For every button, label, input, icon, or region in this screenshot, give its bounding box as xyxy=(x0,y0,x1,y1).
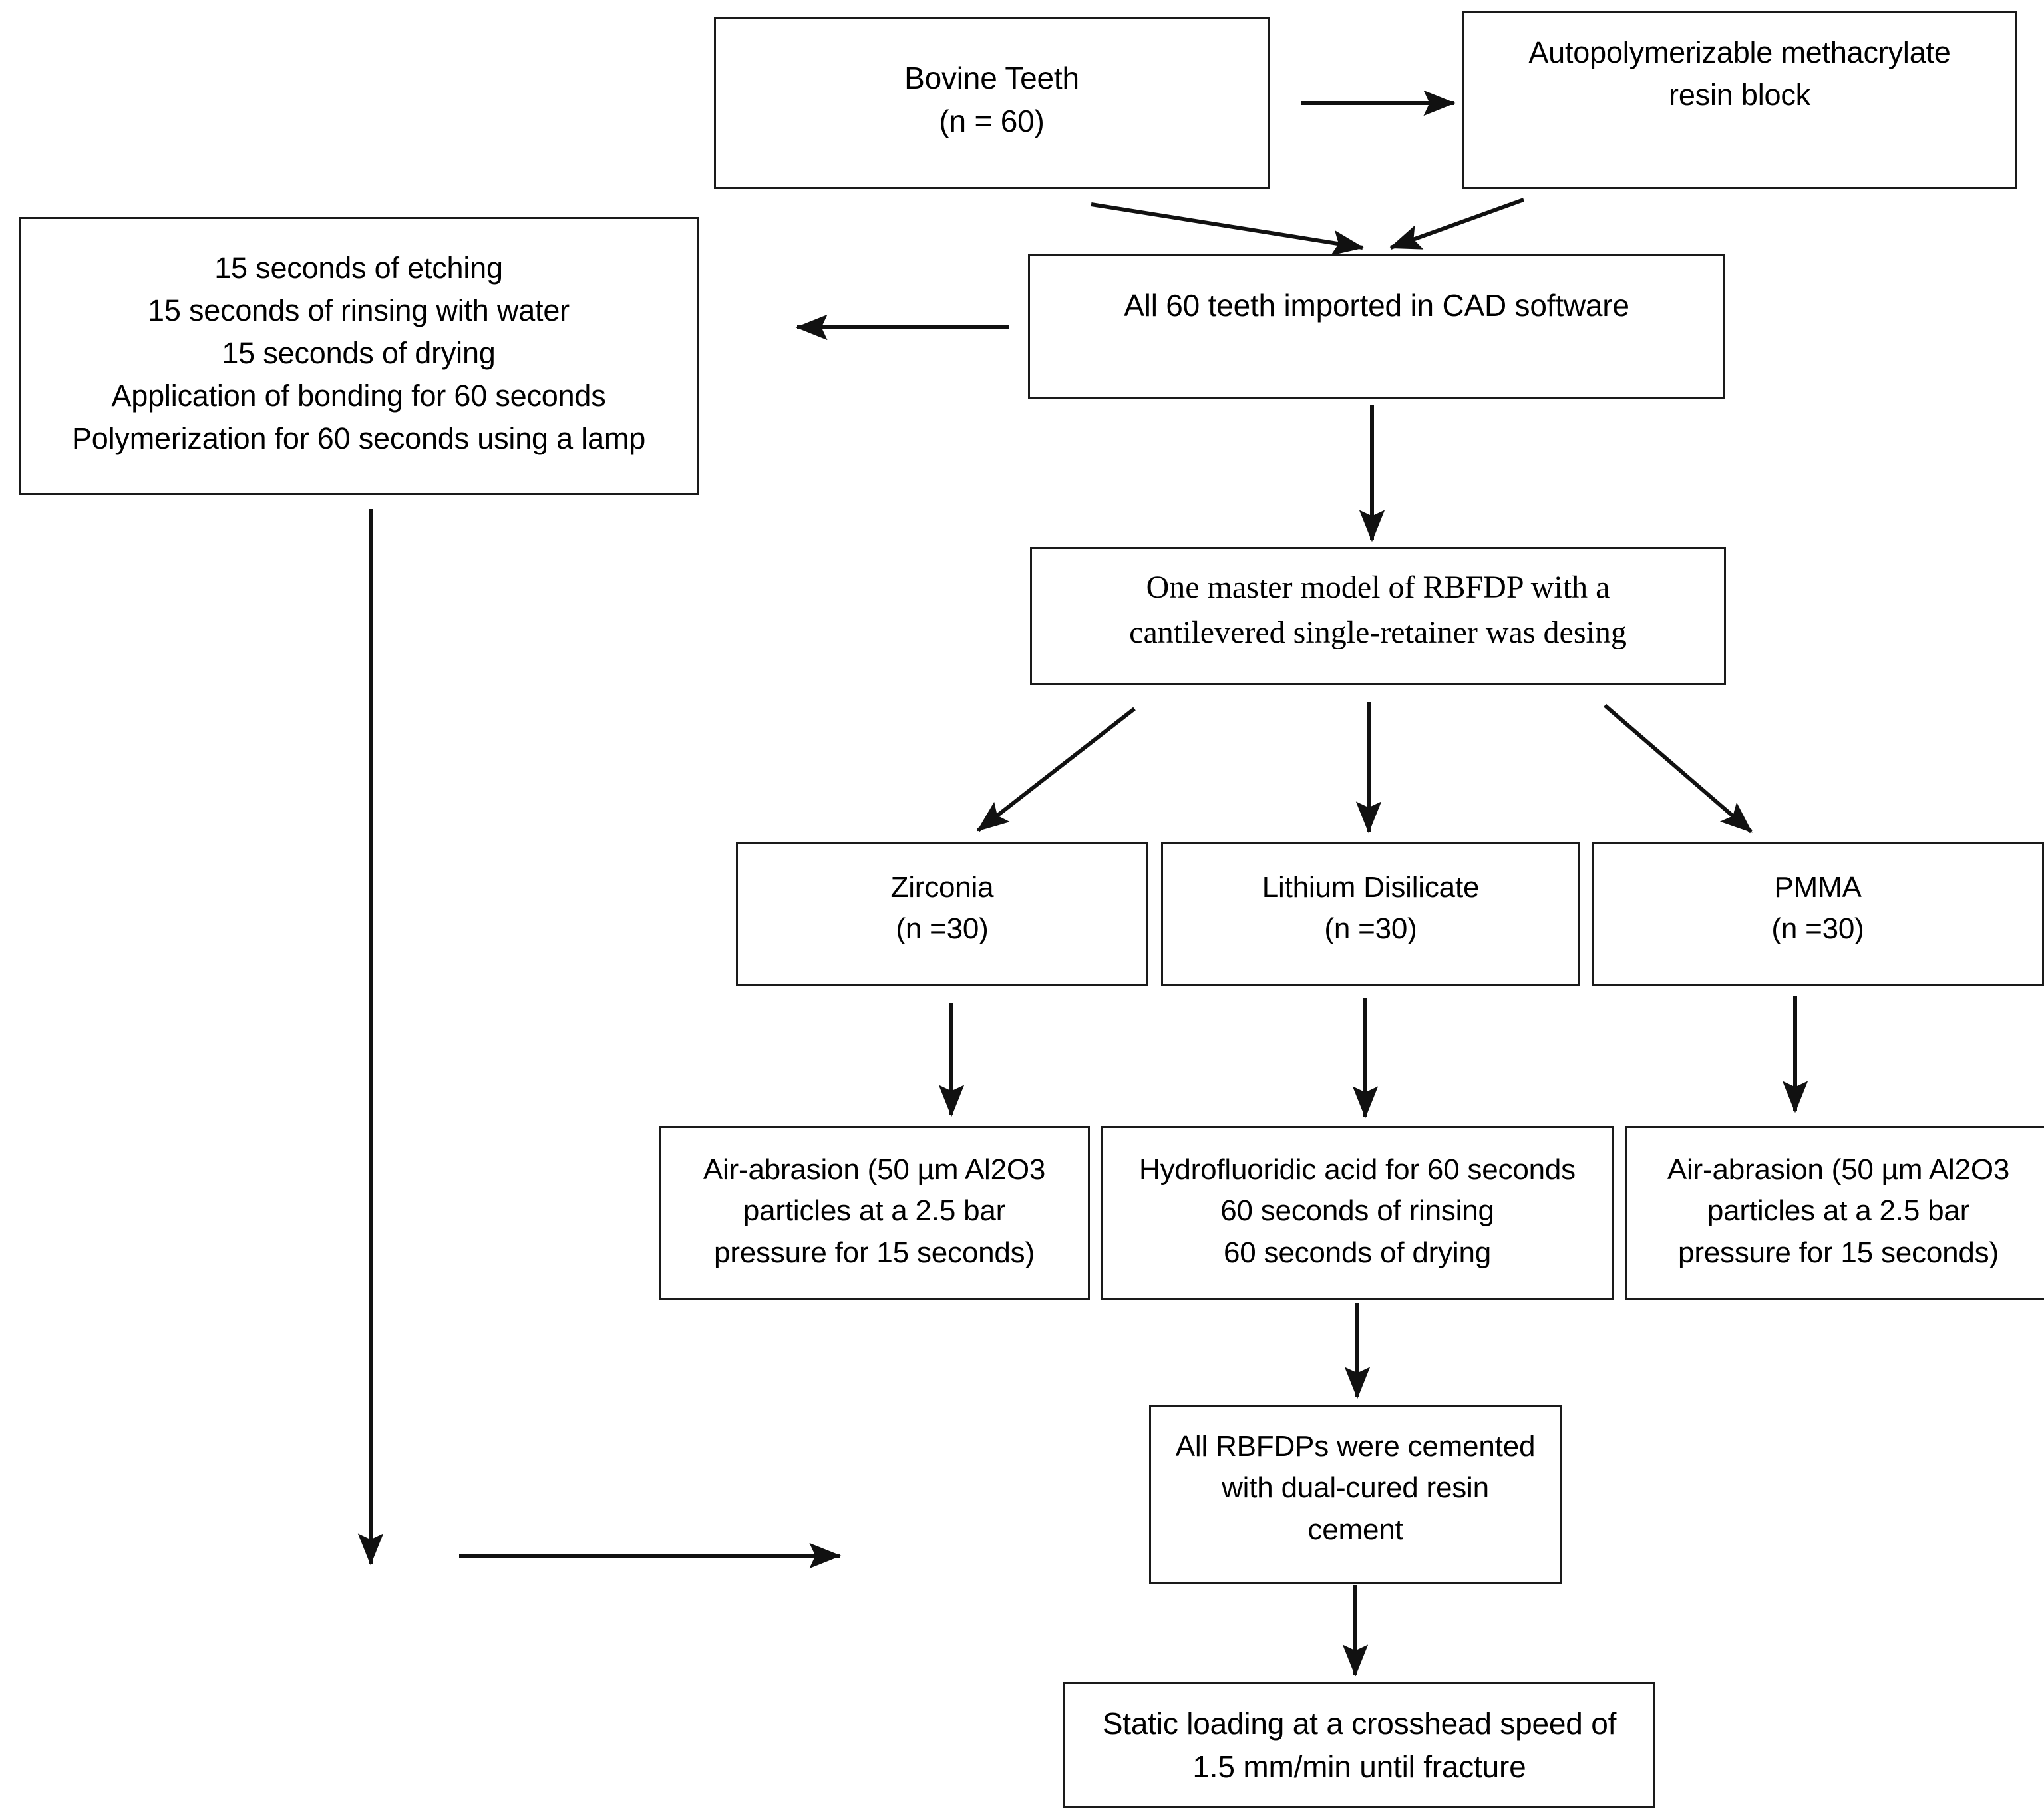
node-master-model[interactable]: One master model of RBFDP with a cantile… xyxy=(1030,547,1726,685)
node-pmma[interactable]: PMMA (n =30) xyxy=(1592,842,2044,986)
node-air-abrasion-left[interactable]: Air-abrasion (50 µm Al2O3 particles at a… xyxy=(659,1126,1090,1300)
node-static-loading-label: Static loading at a crosshead speed of 1… xyxy=(1102,1706,1617,1785)
node-etching-steps[interactable]: 15 seconds of etching 15 seconds of rins… xyxy=(19,217,699,495)
node-etching-steps-label: 15 seconds of etching 15 seconds of rins… xyxy=(71,251,646,455)
node-hydrofluoric-acid[interactable]: Hydrofluoridic acid for 60 seconds 60 se… xyxy=(1101,1126,1614,1300)
node-resin-block-label: Autopolymerizable methacrylate resin blo… xyxy=(1528,35,1951,112)
node-lithium-disilicate[interactable]: Lithium Disilicate (n =30) xyxy=(1161,842,1580,986)
node-zirconia[interactable]: Zirconia (n =30) xyxy=(736,842,1148,986)
node-zirconia-label: Zirconia (n =30) xyxy=(890,871,994,946)
node-hydrofluoric-acid-label: Hydrofluoridic acid for 60 seconds 60 se… xyxy=(1139,1153,1576,1269)
node-cad-import[interactable]: All 60 teeth imported in CAD software xyxy=(1028,254,1725,399)
node-lithium-disilicate-label: Lithium Disilicate (n =30) xyxy=(1262,871,1480,946)
node-air-abrasion-right[interactable]: Air-abrasion (50 µm Al2O3 particles at a… xyxy=(1625,1126,2044,1300)
node-air-abrasion-left-label: Air-abrasion (50 µm Al2O3 particles at a… xyxy=(703,1153,1046,1269)
node-static-loading[interactable]: Static loading at a crosshead speed of 1… xyxy=(1063,1682,1655,1808)
node-bovine-teeth[interactable]: Bovine Teeth (n = 60) xyxy=(714,17,1270,189)
node-cementation[interactable]: All RBFDPs were cemented with dual-cured… xyxy=(1149,1405,1562,1584)
arrow-master-to-pmma xyxy=(1604,703,1753,834)
node-pmma-label: PMMA (n =30) xyxy=(1771,871,1864,946)
node-air-abrasion-right-label: Air-abrasion (50 µm Al2O3 particles at a… xyxy=(1667,1153,2010,1269)
node-resin-block[interactable]: Autopolymerizable methacrylate resin blo… xyxy=(1462,11,2017,189)
node-cad-import-label: All 60 teeth imported in CAD software xyxy=(1124,288,1629,323)
arrow-master-to-zirconia xyxy=(977,707,1136,832)
node-bovine-teeth-label: Bovine Teeth (n = 60) xyxy=(904,61,1079,139)
arrow-teeth-to-cad xyxy=(1091,202,1365,256)
arrow-resin-block-to-cad xyxy=(1389,198,1525,250)
node-cementation-label: All RBFDPs were cemented with dual-cured… xyxy=(1175,1430,1536,1546)
node-master-model-label: One master model of RBFDP with a cantile… xyxy=(1129,570,1627,651)
